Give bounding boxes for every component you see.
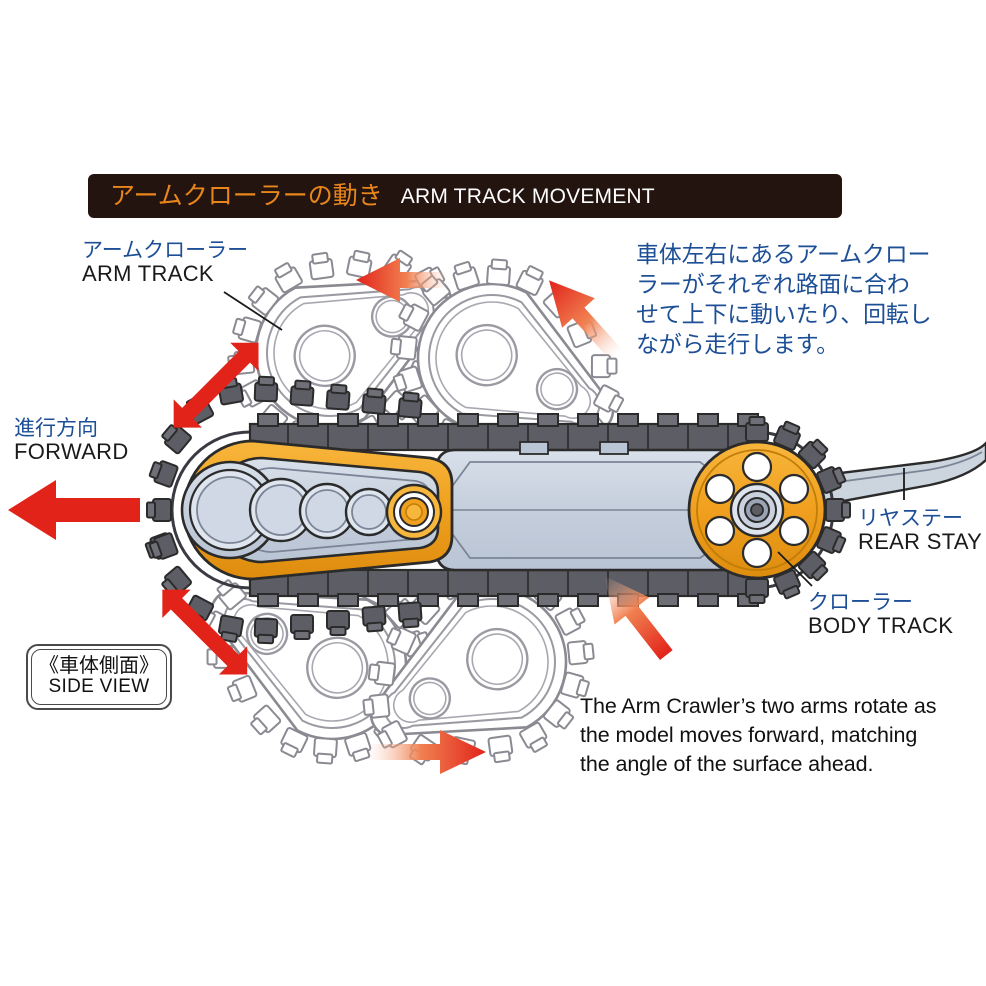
- leader-lines: [223, 291, 905, 587]
- lower-left-swing-arrow: [162, 589, 248, 675]
- label-forward-en: FORWARD: [14, 439, 129, 465]
- jp-line: 車体左右にあるアームクロー: [636, 241, 931, 267]
- top-rotation-arrow: [356, 258, 448, 302]
- rear-sprocket: [687, 416, 851, 604]
- jp-line: ラーがそれぞれ路面に合わ: [636, 270, 910, 297]
- label-rear-stay-en: REAR STAY: [858, 529, 983, 555]
- label-arm-track-jp: アームクローラー: [82, 239, 249, 262]
- front-arm-track: [143, 375, 454, 645]
- header-banner: アームクローラーの動き ARM TRACK MOVEMENT: [88, 174, 842, 218]
- upper-left-swing-arrow: [173, 342, 259, 428]
- en-line: The Arm Crawler’s two arms rotate as: [580, 694, 937, 718]
- label-forward: 進行方向 FORWARD: [14, 417, 129, 465]
- label-body-track-jp: クローラー: [808, 591, 913, 614]
- label-arm-track: アームクローラー ARM TRACK: [82, 239, 249, 287]
- side-view-badge: 《車体側面》 SIDE VIEW: [26, 644, 172, 710]
- jp-line: せて上下に動いたり、回転し: [636, 300, 932, 327]
- upper-right-arrow: [549, 280, 622, 360]
- rear-stay: [798, 441, 986, 510]
- arm-wheel-2: [248, 477, 314, 543]
- label-rear-stay: リヤステー REAR STAY: [858, 507, 983, 555]
- en-line: the model moves forward, matching: [580, 722, 918, 747]
- banner-title-jp: アームクローラーの動き: [110, 181, 383, 210]
- side-view-jp: 《車体側面》: [39, 655, 159, 678]
- japanese-description: 車体左右にあるアームクロー ラーがそれぞれ路面に合わ せて上下に動いたり、回転し…: [636, 240, 966, 360]
- leader-body-track: [777, 551, 813, 587]
- side-view-en: SIDE VIEW: [48, 676, 150, 698]
- banner-title-en: ARM TRACK MOVEMENT: [400, 184, 655, 208]
- arm-wheel-4: [344, 487, 394, 537]
- label-body-track-en: BODY TRACK: [808, 613, 954, 639]
- label-rear-stay-jp: リヤステー: [858, 507, 963, 530]
- label-forward-jp: 進行方向: [14, 417, 98, 440]
- label-body-track: クローラー BODY TRACK: [808, 591, 954, 639]
- forward-arrow: [8, 480, 140, 540]
- lower-right-arrow: [604, 576, 673, 660]
- leader-arm-track: [223, 291, 283, 331]
- arm-wheel-3: [298, 482, 356, 540]
- arm-wheel-1: [180, 460, 280, 560]
- label-arm-track-en: ARM TRACK: [82, 261, 214, 287]
- jp-line: ながら走行します。: [636, 330, 839, 357]
- english-description: The Arm Crawler’s two arms rotate as the…: [580, 692, 980, 778]
- en-line: the angle of the surface ahead.: [580, 751, 874, 776]
- arm-drive-sprocket: [385, 483, 443, 541]
- bottom-rotation-arrow: [368, 730, 486, 774]
